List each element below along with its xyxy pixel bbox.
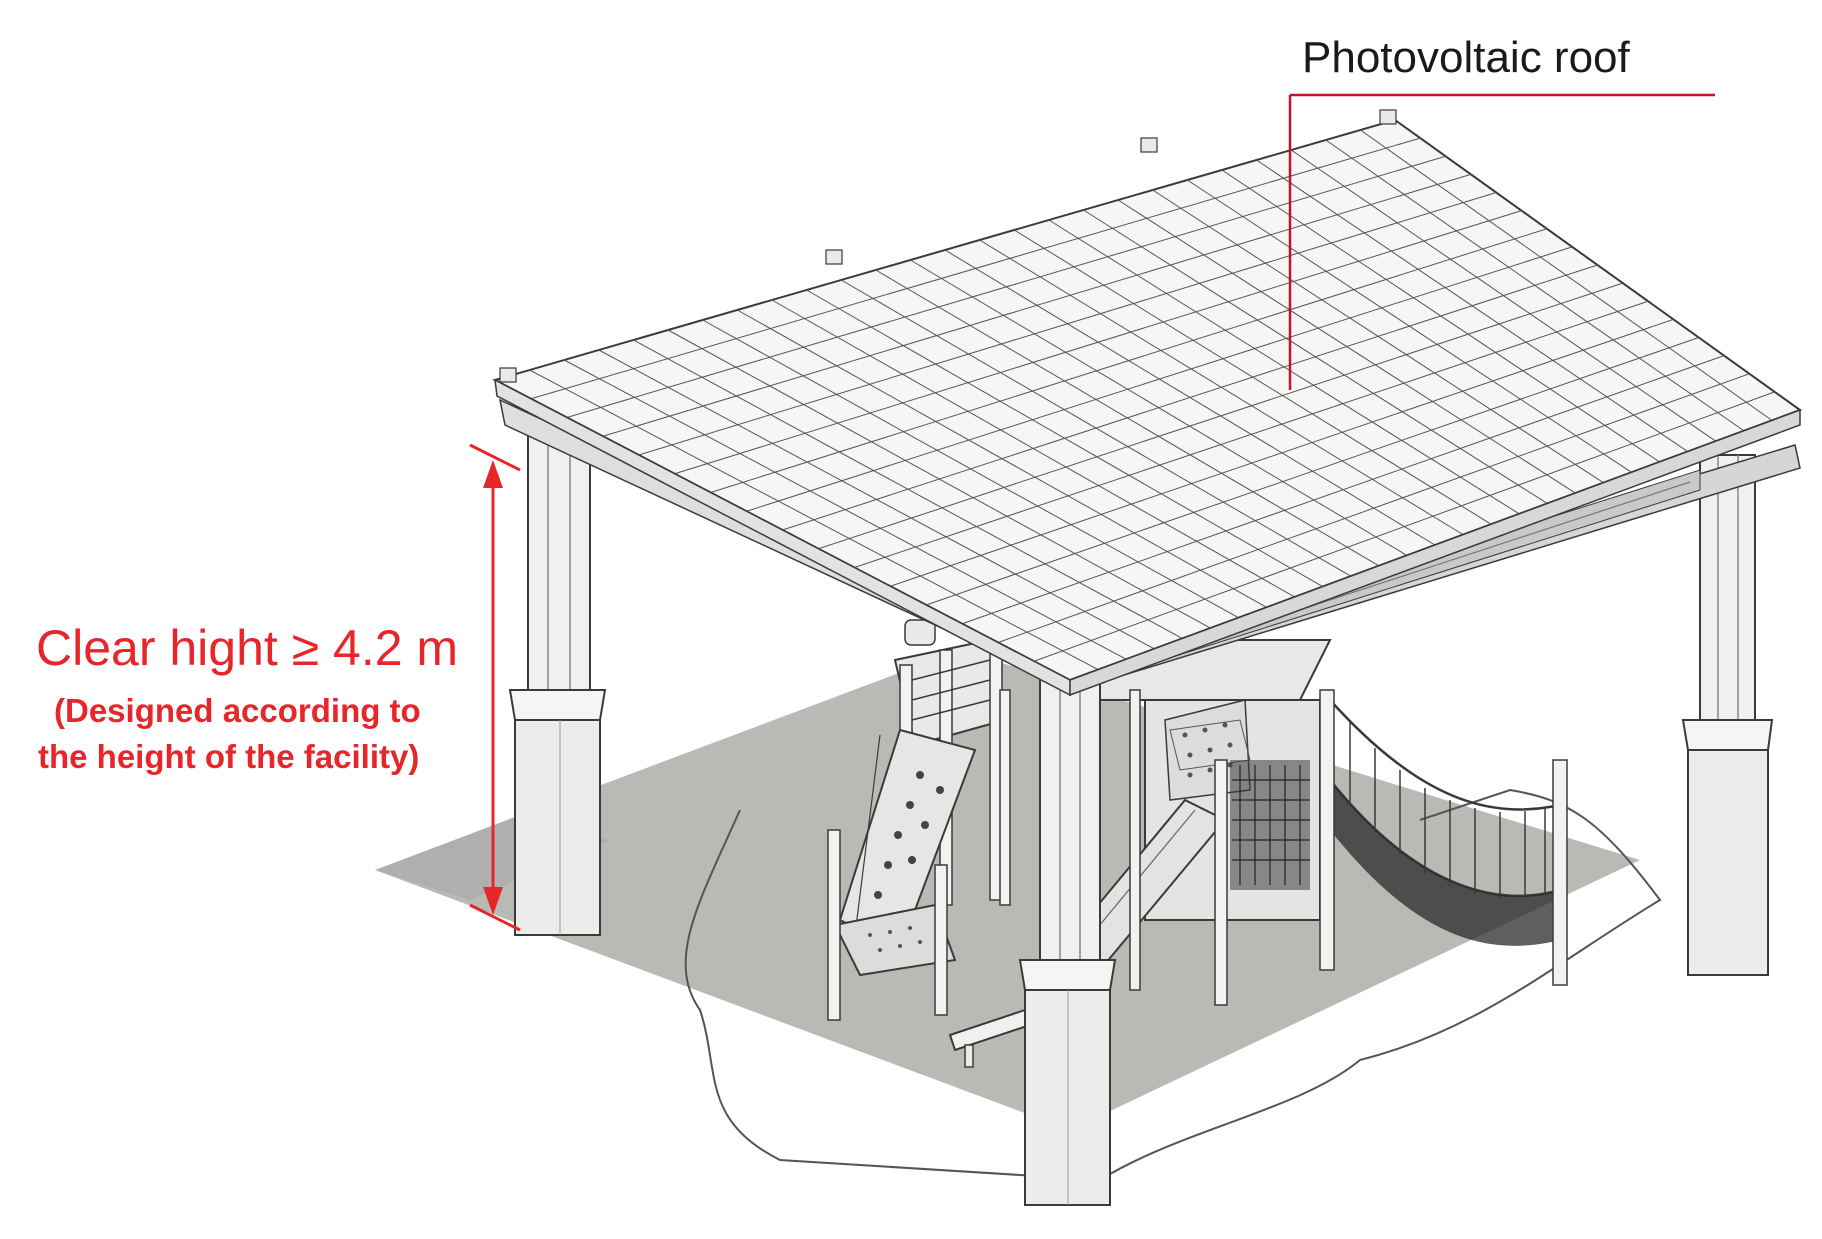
roof-label: Photovoltaic roof	[1302, 33, 1631, 82]
clear-height-label: Clear hight ≥ 4.2 m	[36, 620, 458, 676]
pv-panel-seam	[1033, 391, 1775, 662]
pv-panel-seam	[997, 373, 1750, 643]
climbing-ramp	[827, 728, 977, 1021]
pv-panel-seam	[890, 318, 1674, 587]
pv-panel-seam	[782, 264, 1598, 531]
rope-bridge	[1319, 689, 1568, 986]
height-dimension	[469, 443, 521, 932]
play-area-outline	[684, 788, 1662, 1182]
pv-panel-seam	[602, 173, 1472, 437]
pv-panel-seam	[746, 246, 1573, 512]
pv-panel-seam	[638, 192, 1497, 456]
column-front-right	[1018, 664, 1117, 1206]
pv-panel-seam	[926, 337, 1699, 606]
roof-label-leader	[1288, 93, 1715, 390]
pv-panel-seam	[674, 210, 1522, 475]
pv-panel-seam	[962, 355, 1725, 625]
photovoltaic-roof	[492, 109, 1803, 697]
column-back-left	[508, 414, 607, 936]
pv-panel-seam	[818, 282, 1623, 550]
pv-panel-seam	[530, 137, 1421, 400]
height-note-line-2: the height of the facility)	[38, 738, 419, 775]
pv-panel-seam	[854, 300, 1649, 568]
column-back-right	[1681, 454, 1774, 976]
pv-panel-seam	[566, 155, 1446, 418]
pv-panel-seam	[710, 228, 1548, 493]
height-note-line-1: (Designed according to	[54, 692, 421, 729]
